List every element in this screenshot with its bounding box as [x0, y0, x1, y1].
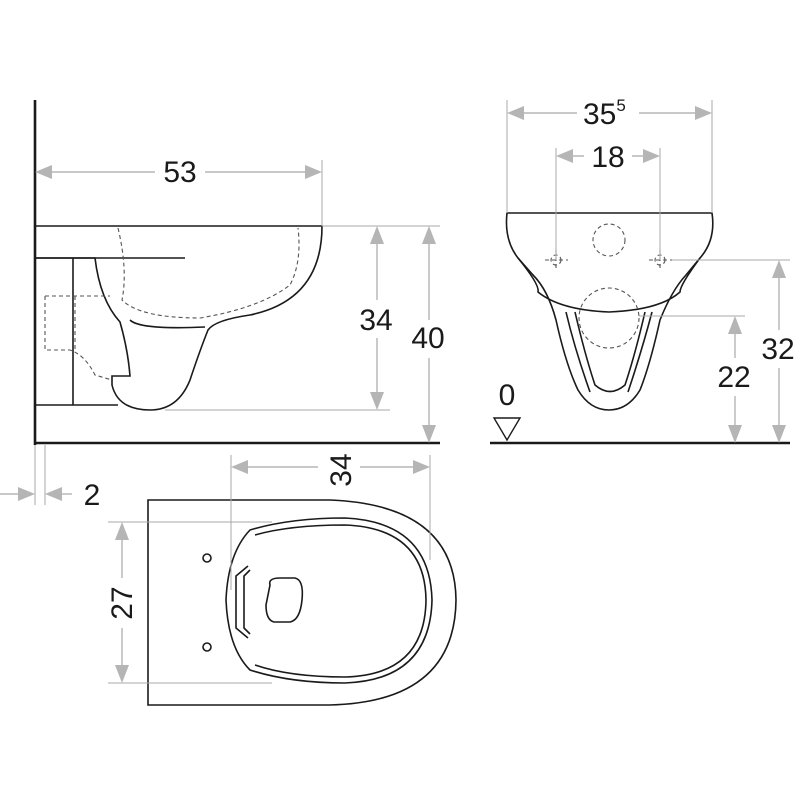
arrow-40-top: [422, 226, 436, 244]
arrow-34top-right: [413, 460, 430, 474]
fixing-hole-top-lower: [202, 642, 212, 652]
top-bore-circle: [592, 223, 626, 257]
label-bg: [100, 578, 144, 628]
arrow-34-top: [370, 226, 384, 244]
arrow-40-bottom: [422, 425, 436, 443]
label-bg: [756, 330, 800, 368]
dim-355-sup: 5: [616, 96, 625, 115]
arrow-53-right: [305, 165, 322, 179]
seat-inner-ring: [254, 524, 427, 678]
dim-27-label: 27: [106, 586, 139, 619]
dim-2-label: 2: [84, 479, 101, 512]
hinge-shape: [235, 565, 251, 639]
front-rim-curve: [517, 257, 701, 313]
drain-hole: [265, 577, 304, 623]
label-bg: [584, 136, 632, 174]
level-0-label: 0: [499, 379, 516, 412]
arrow-32-top: [772, 260, 786, 278]
dim-40-label: 40: [411, 322, 444, 355]
top-outer-outline: [147, 499, 457, 706]
internal-waste: [44, 295, 113, 381]
dim-34-side-label: 34: [359, 304, 392, 337]
arrow-32-bottom: [772, 425, 786, 443]
arrow-27-bottom: [115, 665, 129, 683]
arrow-22-bottom: [728, 425, 742, 443]
dim-355-label: 355: [583, 96, 626, 131]
trap-line: [129, 319, 206, 329]
label-bg: [403, 320, 453, 358]
arrow-34-bottom: [370, 392, 384, 410]
dim-32-label: 32: [761, 333, 794, 366]
label-bg: [352, 300, 400, 338]
label-bg: [155, 150, 205, 190]
arrow-355-left: [507, 106, 524, 120]
dim-53-label: 53: [163, 156, 196, 189]
dim-18-label: 18: [591, 141, 624, 174]
top-view: 34 27: [100, 445, 457, 706]
dim-22-label: 22: [717, 361, 750, 394]
arrow-53-left: [35, 165, 52, 179]
level-marker-icon: [492, 417, 522, 442]
bowl-side-outline: [35, 225, 323, 411]
arrow-34top-left: [231, 460, 248, 474]
arrow-2-right: [45, 487, 62, 501]
arrow-27-top: [115, 522, 129, 540]
dim-34-top-label: 34: [325, 453, 358, 486]
arrow-18-left: [556, 149, 573, 163]
front-inner-u: [574, 311, 646, 393]
internal-contour: [117, 227, 300, 319]
arrow-2-left: [18, 487, 35, 501]
bowl-front-outline: [505, 212, 714, 411]
arrow-22-top: [728, 316, 742, 334]
label-bg: [577, 88, 639, 128]
fixing-hole-top-upper: [202, 553, 212, 563]
front-view: 355 18 22 32 0: [490, 88, 800, 445]
arrow-18-right: [643, 149, 660, 163]
seat-ring: [225, 517, 433, 684]
dim-355-main: 35: [583, 98, 616, 131]
outlet-circle: [578, 287, 640, 349]
label-bg: [710, 358, 760, 396]
side-view: 53 34 40 2: [0, 100, 453, 512]
arrow-355-right: [695, 106, 712, 120]
label-bg: [318, 445, 360, 493]
front-inner-channel: [565, 311, 653, 393]
